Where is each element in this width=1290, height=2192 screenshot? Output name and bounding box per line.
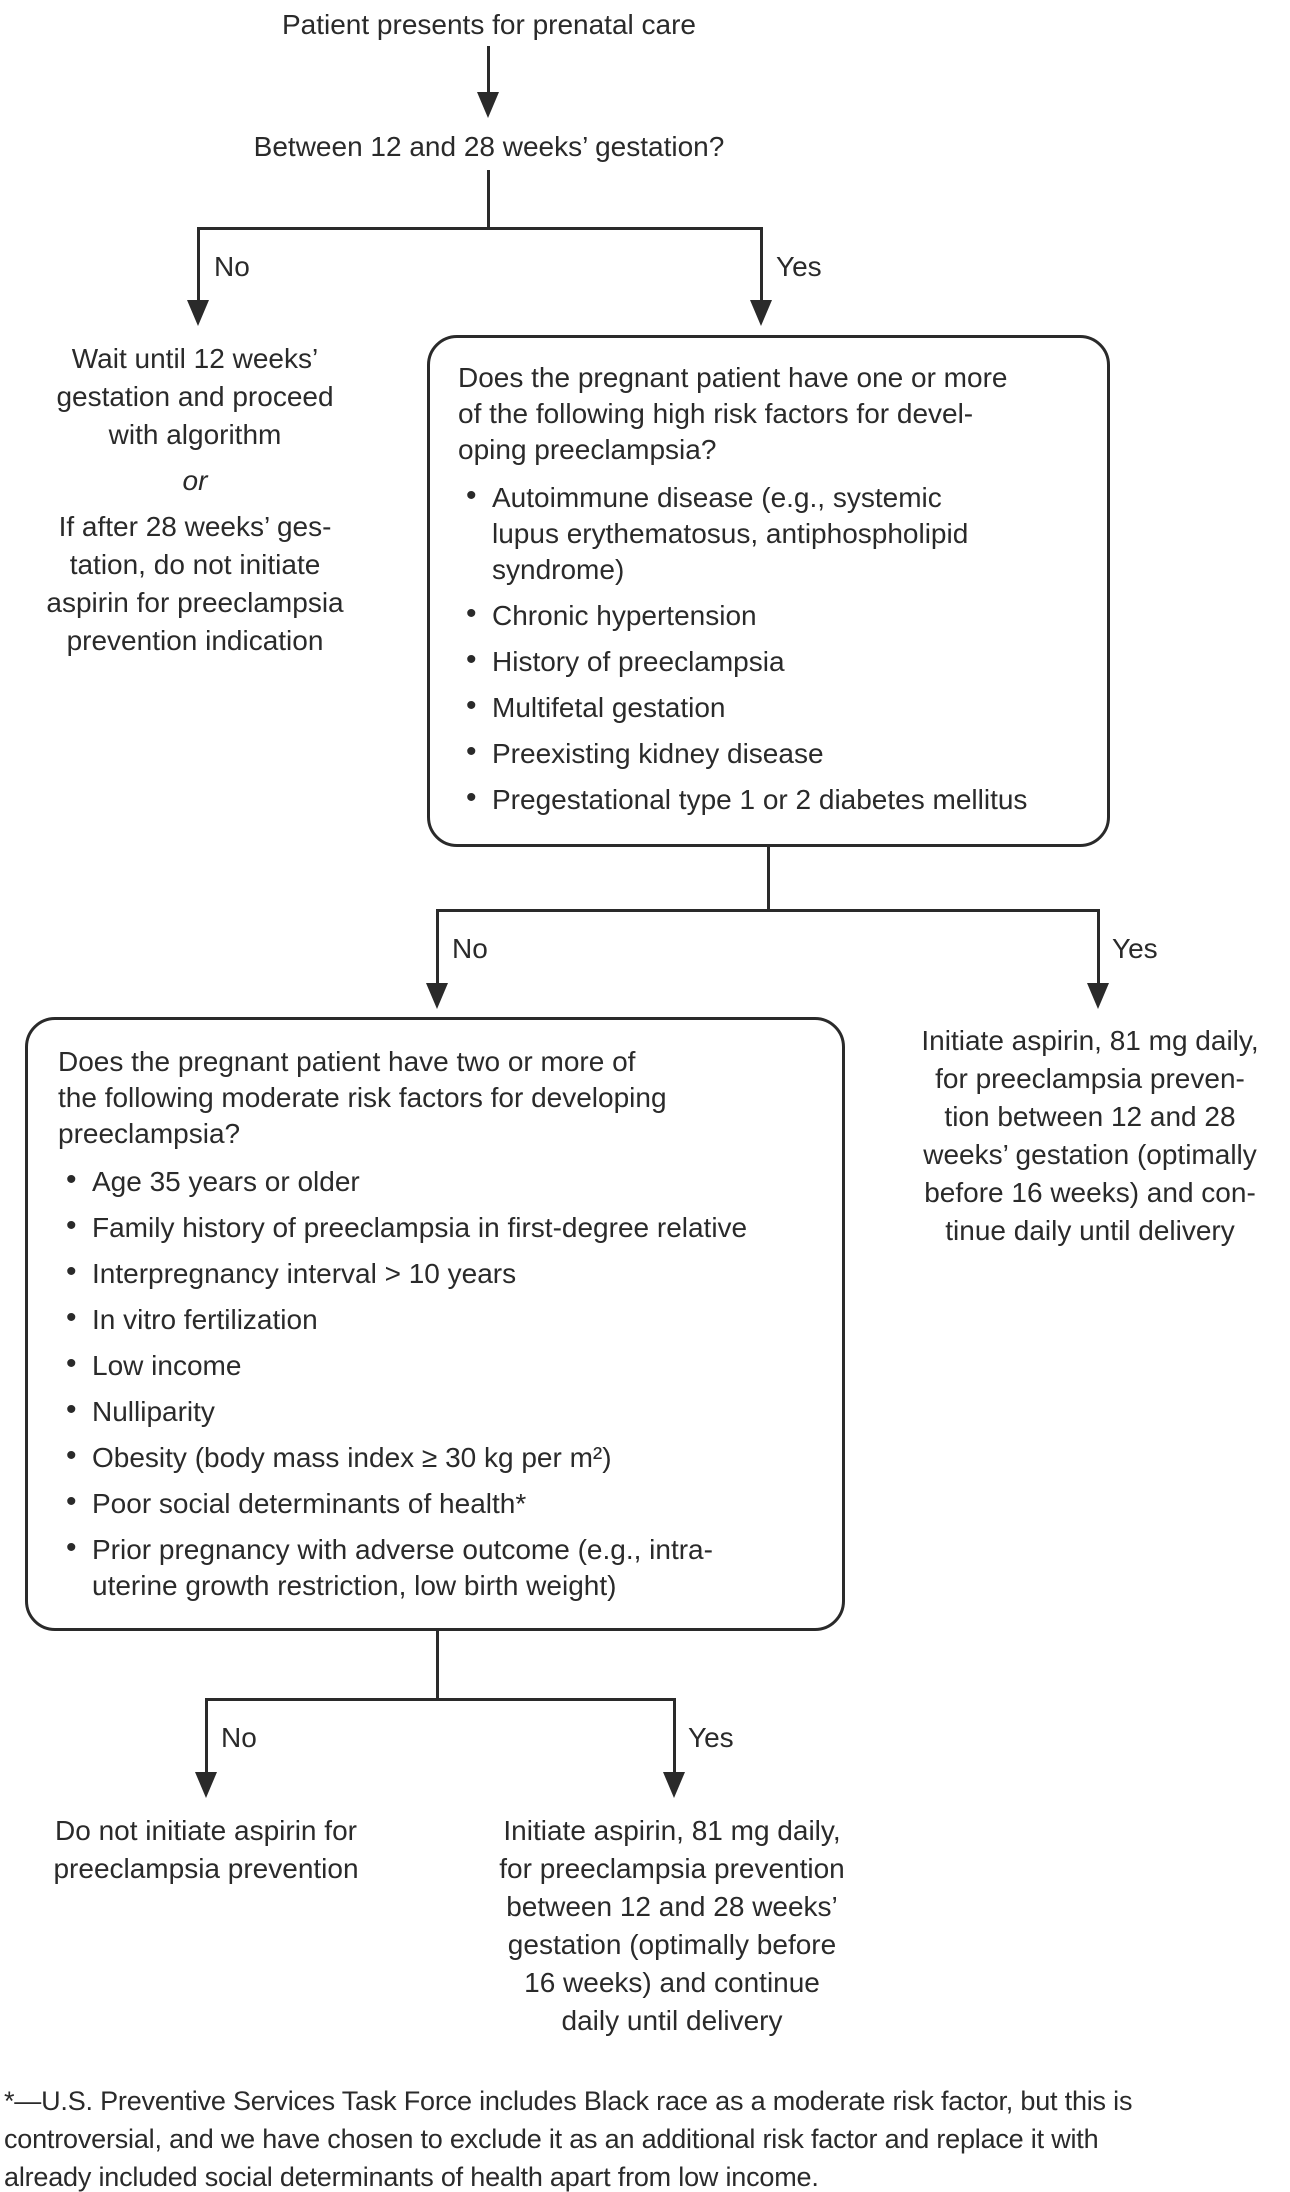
- wait-node-or: or: [182, 465, 208, 496]
- branch1-yes-label: Yes: [776, 251, 822, 282]
- connector-q1-stem: [487, 170, 490, 229]
- question1-node: Between 12 and 28 weeks’ gestation?: [253, 131, 725, 162]
- branch2-no-label: No: [452, 933, 488, 964]
- list-item: Pregestational type 1 or 2 diabetes mell…: [458, 780, 1079, 818]
- connector-branch2-left-drop: [436, 909, 439, 985]
- arrow-down-icon: [663, 1772, 685, 1798]
- connector-branch2-right-drop: [1097, 909, 1100, 985]
- branch1-no-label: No: [214, 251, 250, 282]
- list-item: Interpregnancy interval > 10 years: [58, 1254, 812, 1292]
- connector-branch3-horizontal: [205, 1698, 676, 1701]
- list-item: Age 35 years or older: [58, 1162, 812, 1200]
- connector-branch1-right-drop: [760, 227, 763, 302]
- high-risk-list: Autoimmune disease (e.g., systemic lupus…: [458, 478, 1079, 818]
- connector-moderate-stem: [436, 1631, 439, 1701]
- arrow-down-icon: [187, 300, 209, 326]
- arrow-down-icon: [1087, 983, 1109, 1009]
- moderate-risk-list: Age 35 years or older Family history of …: [58, 1162, 812, 1604]
- list-item: Chronic hypertension: [458, 596, 1079, 634]
- connector-branch1-left-drop: [197, 227, 200, 302]
- branch3-no-label: No: [221, 1722, 257, 1753]
- wait-node-para1: Wait until 12 weeks’ gestation and proce…: [56, 343, 334, 450]
- connector-branch3-right-drop: [673, 1698, 676, 1774]
- branch2-yes-label: Yes: [1112, 933, 1158, 964]
- list-item: Family history of preeclampsia in first-…: [58, 1208, 812, 1246]
- connector-branch3-left-drop: [205, 1698, 208, 1774]
- list-item: Preexisting kidney disease: [458, 734, 1079, 772]
- list-item: In vitro fertilization: [58, 1300, 812, 1338]
- high-risk-question: Does the pregnant patient have one or mo…: [458, 362, 1008, 465]
- list-item: Poor social determinants of health*: [58, 1484, 812, 1522]
- list-item: Low income: [58, 1346, 812, 1384]
- arrow-down-icon: [426, 983, 448, 1009]
- do-not-initiate-node: Do not initiate aspirin for preeclampsia…: [53, 1815, 359, 1884]
- branch3-yes-label: Yes: [688, 1722, 734, 1753]
- list-item: Obesity (body mass index ≥ 30 kg per m²): [58, 1438, 812, 1476]
- list-item: Multifetal gestation: [458, 688, 1079, 726]
- connector-branch2-horizontal: [436, 909, 1100, 912]
- list-item: Prior pregnancy with adverse outcome (e.…: [58, 1530, 812, 1604]
- wait-node-para2: If after 28 weeks’ ges- tation, do not i…: [46, 511, 344, 656]
- connector-start-q1-line: [487, 46, 490, 94]
- connector-highrisk-stem: [767, 847, 770, 911]
- moderate-risk-question: Does the pregnant patient have two or mo…: [58, 1046, 667, 1149]
- list-item: History of preeclampsia: [458, 642, 1079, 680]
- arrow-down-icon: [750, 300, 772, 326]
- footnote: *—U.S. Preventive Services Task Force in…: [4, 2086, 1133, 2192]
- connector-branch1-horizontal: [197, 227, 763, 230]
- arrow-down-icon: [477, 92, 499, 118]
- start-node: Patient presents for prenatal care: [281, 9, 696, 40]
- arrow-down-icon: [195, 1772, 217, 1798]
- list-item: Autoimmune disease (e.g., systemic lupus…: [458, 478, 1079, 588]
- high-risk-factors-box: Does the pregnant patient have one or mo…: [427, 335, 1110, 847]
- moderate-risk-factors-box: Does the pregnant patient have two or mo…: [25, 1017, 845, 1631]
- initiate-aspirin-node-bottom: Initiate aspirin, 81 mg daily, for preec…: [499, 1815, 845, 2036]
- initiate-aspirin-node-right: Initiate aspirin, 81 mg daily, for preec…: [921, 1025, 1259, 1246]
- list-item: Nulliparity: [58, 1392, 812, 1430]
- wait-node: Wait until 12 weeks’ gestation and proce…: [15, 340, 375, 660]
